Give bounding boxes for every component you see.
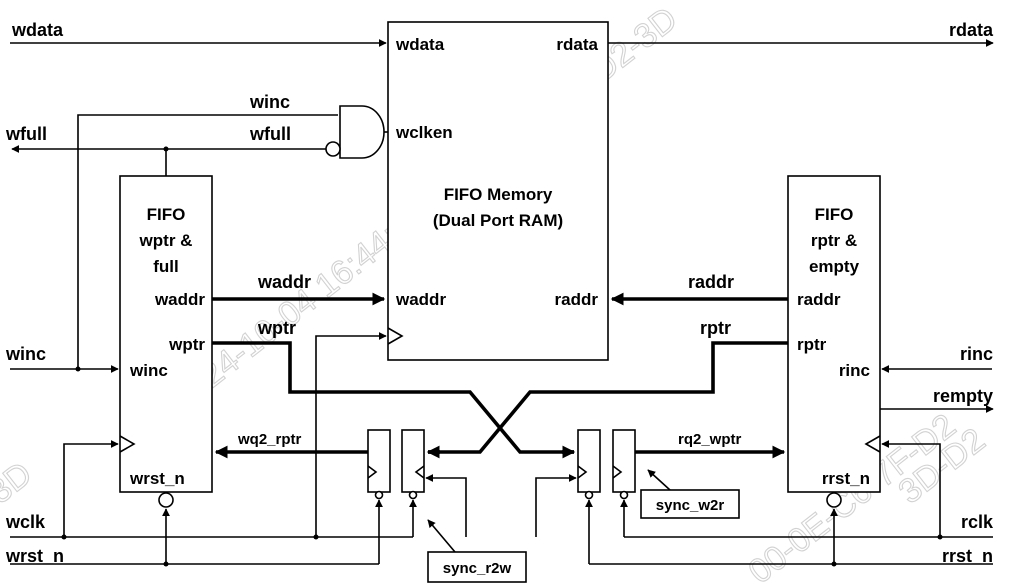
- wptr-port-wptr: wptr: [168, 335, 205, 354]
- signal-rptr: rptr: [700, 318, 731, 338]
- signal-rclk: rclk: [961, 512, 994, 532]
- memory-clock-triangle: [387, 327, 404, 345]
- fifo-wptr-full-block: [119, 175, 213, 493]
- signal-wdata: wdata: [11, 20, 64, 40]
- rptr-port-raddr: raddr: [797, 290, 841, 309]
- sync-r2w-callout: [427, 551, 527, 583]
- watermark-text: 3D: [0, 455, 39, 512]
- wclk-junction: [61, 534, 67, 540]
- and-gate: [339, 105, 385, 159]
- rclk-to-sync-w2r-b: [535, 474, 577, 537]
- sync-w2r-callout: [640, 489, 740, 519]
- winc-junction: [75, 366, 81, 372]
- rclk-to-rptr: [881, 440, 941, 537]
- wptr-block-title-1: FIFO: [147, 205, 186, 224]
- wptr-block-title-2: wptr &: [139, 231, 193, 250]
- winc-gate-wire: [77, 114, 338, 369]
- port-wclken: wclken: [395, 123, 453, 142]
- signal-wclk: wclk: [5, 512, 46, 532]
- sync-r2w-flop: [367, 429, 391, 493]
- wptr-block-title-3: full: [153, 257, 179, 276]
- rptr-port-rptr: rptr: [797, 335, 827, 354]
- sync-w2r-flop: [612, 429, 636, 493]
- signal-winc-in: winc: [5, 344, 46, 364]
- rclk-junction: [937, 534, 943, 540]
- signal-wfull-gate: wfull: [249, 124, 291, 144]
- sync-r2w-flop: [401, 429, 425, 493]
- rptr-block-title-1: FIFO: [815, 205, 854, 224]
- memory-subtitle: (Dual Port RAM): [433, 211, 563, 230]
- signal-winc-top: winc: [249, 92, 290, 112]
- and-gate-inverter-bubble: [325, 141, 341, 157]
- wptr-port-winc: winc: [129, 361, 168, 380]
- wclk-to-memory: [315, 332, 387, 537]
- signal-rdata: rdata: [949, 20, 994, 40]
- wptr-port-wrst-n: wrst_n: [129, 469, 185, 488]
- sync-w2r-flops: [577, 429, 636, 500]
- wclk-junction: [313, 534, 319, 540]
- sync-r2w-label: sync_r2w: [443, 560, 512, 577]
- signal-wptr: wptr: [257, 318, 296, 338]
- signal-raddr: raddr: [688, 272, 734, 292]
- wfull-junction: [163, 146, 169, 152]
- signal-wrst-n: wrst_n: [5, 546, 64, 566]
- signal-waddr: waddr: [257, 272, 311, 292]
- sync-w2r-flop: [577, 429, 601, 493]
- rptr-port-rinc: rinc: [839, 361, 870, 380]
- signal-rrst-n: rrst_n: [942, 546, 993, 566]
- wrst-junction: [163, 561, 169, 567]
- wrst-bubble: [158, 492, 174, 508]
- rrst-bubble: [826, 492, 842, 508]
- memory-title: FIFO Memory: [444, 185, 553, 204]
- sync-w2r-leader: [647, 469, 671, 491]
- rptr-block-title-3: empty: [809, 257, 860, 276]
- signal-rempty: rempty: [933, 386, 993, 406]
- signal-rq2-wptr: rq2_wptr: [678, 431, 742, 448]
- signal-wq2-rptr: wq2_rptr: [237, 431, 302, 448]
- sync-r2w-leader: [427, 519, 456, 553]
- sync-r2w-flops: [367, 429, 425, 500]
- port-wdata: wdata: [395, 35, 445, 54]
- rptr-clock-triangle: [864, 435, 881, 453]
- rrst-junction: [831, 561, 837, 567]
- wclk-to-wptr: [63, 440, 119, 537]
- wptr-port-waddr: waddr: [154, 290, 205, 309]
- fifo-memory-block: [387, 21, 609, 361]
- signal-rinc-in: rinc: [960, 344, 993, 364]
- rptr-port-rrst-n: rrst_n: [822, 469, 870, 488]
- sync-w2r-label: sync_w2r: [656, 497, 725, 514]
- port-raddr: raddr: [555, 290, 599, 309]
- wclk-to-sync-r2w-b: [425, 474, 467, 537]
- rptr-bus: [428, 341, 788, 454]
- wptr-bus: [212, 341, 574, 454]
- port-waddr: waddr: [395, 290, 446, 309]
- rptr-block-title-2: rptr &: [811, 231, 857, 250]
- fifo-rptr-empty-block: [787, 175, 881, 493]
- port-rdata: rdata: [556, 35, 598, 54]
- wptr-clock-triangle: [119, 435, 136, 453]
- signal-wfull-out: wfull: [5, 124, 47, 144]
